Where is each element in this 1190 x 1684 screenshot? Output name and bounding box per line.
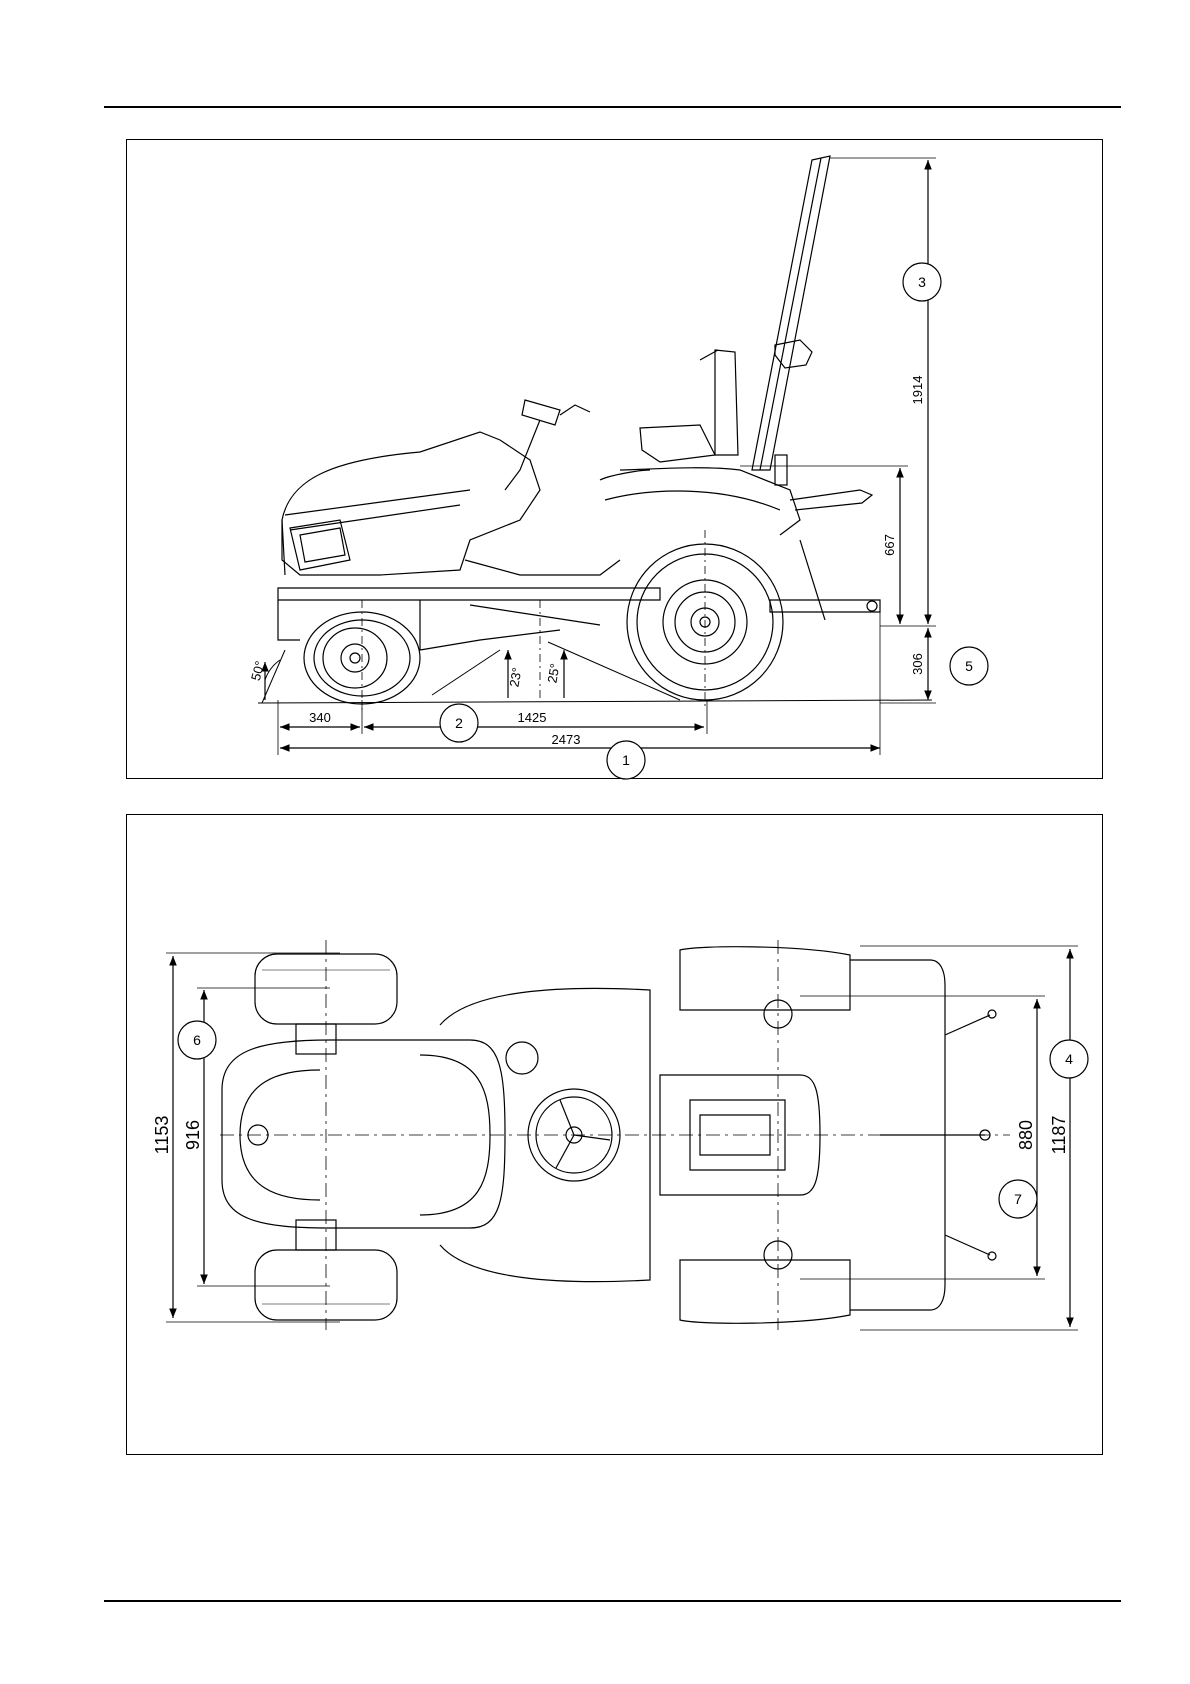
callout-2: 2 [440,704,478,742]
dim-rear-width-outer: 1187 [1049,1116,1069,1155]
callout-4: 4 [1050,1040,1088,1078]
callout-6: 6 [178,1021,216,1059]
top-view-dimensions [166,946,1078,1330]
dim-overall-length: 2473 [552,732,581,747]
dim-height-rops: 1914 [910,376,925,405]
dim-rear-track: 880 [1016,1120,1036,1150]
side-view-drawing [258,156,932,710]
svg-text:6: 6 [193,1032,201,1048]
dim-ground-clearance: 306 [910,653,925,675]
svg-text:2: 2 [455,715,463,731]
svg-text:3: 3 [918,274,926,290]
svg-text:1: 1 [622,752,630,768]
svg-text:4: 4 [1065,1051,1073,1067]
dim-front-track: 916 [183,1120,203,1150]
callout-1: 1 [607,741,645,779]
dim-angle-front: 23° [506,666,524,688]
dim-front-width-outer: 1153 [152,1116,172,1155]
callout-3: 3 [903,263,941,301]
dim-front-overhang: 340 [309,710,331,725]
dim-hitch-height: 667 [882,534,897,556]
seat [640,350,738,462]
hood [282,432,540,575]
callout-5: 5 [950,647,988,685]
top-view-drawing [220,940,1010,1330]
dim-wheelbase: 1425 [518,710,547,725]
svg-text:5: 5 [965,658,973,674]
dim-angle-rear: 25° [544,662,562,684]
svg-text:7: 7 [1014,1191,1022,1207]
callout-7: 7 [999,1180,1037,1218]
